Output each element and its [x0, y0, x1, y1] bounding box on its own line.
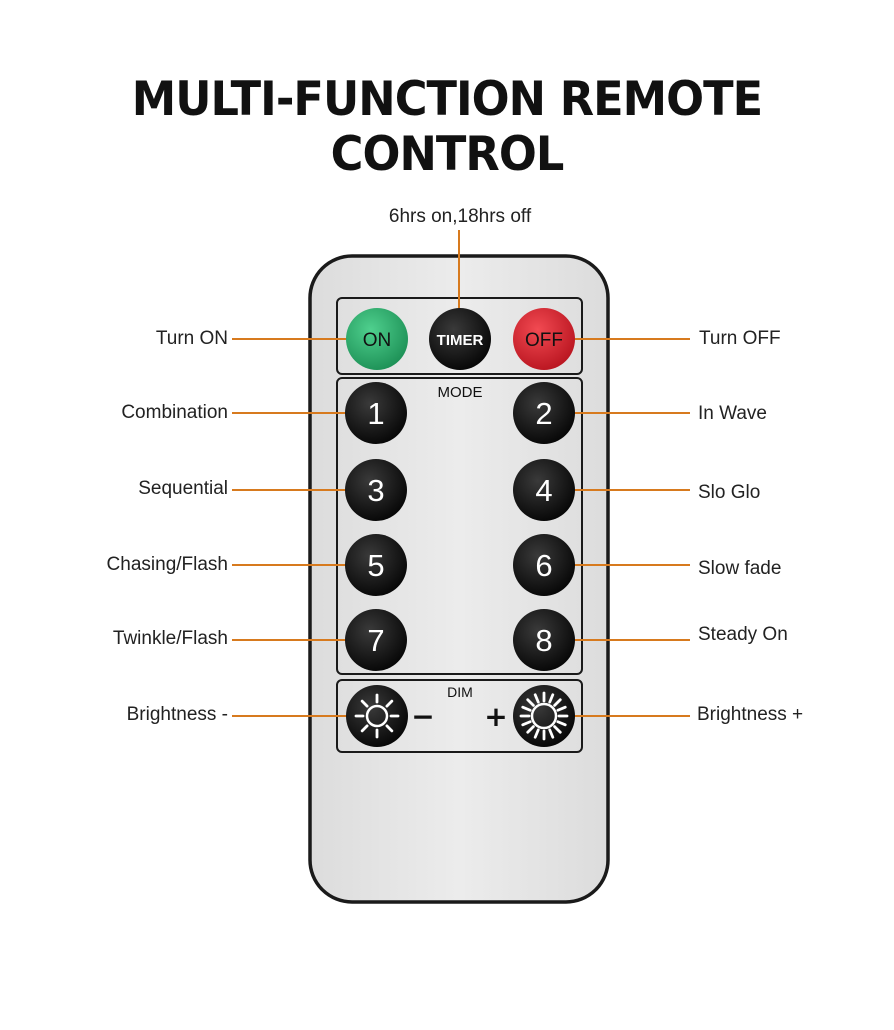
mode-button-2[interactable]: 2 [513, 382, 575, 444]
sun-large-icon [519, 691, 569, 741]
turn-on-annotation: Turn ON [155, 328, 228, 349]
dim-label: DIM [447, 684, 473, 700]
mode-8-annotation: Steady On [698, 624, 788, 645]
timer-button[interactable]: TIMER [429, 308, 491, 370]
brightness-minus-button[interactable] [346, 685, 408, 747]
on-button-label: ON [363, 330, 392, 351]
brightness-minus-annotation: Brightness - [126, 704, 228, 725]
mode-label: MODE [438, 384, 483, 401]
mode-4-annotation: Slo Glo [698, 482, 761, 503]
turn-off-annotation: Turn OFF [699, 328, 781, 349]
mode-5-annotation: Chasing/Flash [106, 554, 228, 575]
sun-small-icon [354, 693, 400, 739]
brightness-plus-annotation: Brightness + [697, 704, 804, 725]
mode-button-7[interactable]: 7 [345, 609, 407, 671]
mode-6-annotation: Slow fade [698, 558, 782, 579]
mode-1-annotation: Combination [121, 402, 228, 423]
brightness-plus-button[interactable] [513, 685, 575, 747]
mode-7-annotation: Twinkle/Flash [112, 628, 228, 649]
timer-button-label: TIMER [437, 332, 484, 349]
page-title: MULTI-FUNCTION REMOTE CONTROL [131, 72, 763, 182]
off-button[interactable]: OFF [513, 308, 575, 370]
mode-button-label: 6 [535, 548, 552, 583]
mode-button-label: 4 [535, 473, 552, 508]
mode-button-label: 5 [367, 548, 384, 583]
minus-sign: − [411, 700, 434, 733]
mode-panel [336, 377, 583, 675]
mode-button-4[interactable]: 4 [513, 459, 575, 521]
mode-button-1[interactable]: 1 [345, 382, 407, 444]
mode-3-annotation: Sequential [138, 478, 228, 499]
mode-button-8[interactable]: 8 [513, 609, 575, 671]
plus-sign: + [484, 700, 507, 733]
mode-button-label: 1 [367, 396, 384, 431]
mode-button-5[interactable]: 5 [345, 534, 407, 596]
mode-button-label: 8 [535, 623, 552, 658]
on-button[interactable]: ON [346, 308, 408, 370]
mode-button-6[interactable]: 6 [513, 534, 575, 596]
mode-2-annotation: In Wave [698, 403, 767, 424]
mode-button-label: 2 [535, 396, 552, 431]
off-button-label: OFF [525, 330, 563, 351]
mode-button-label: 3 [367, 473, 384, 508]
timer-annotation: 6hrs on,18hrs off [388, 206, 532, 227]
mode-button-label: 7 [367, 623, 384, 658]
mode-button-3[interactable]: 3 [345, 459, 407, 521]
